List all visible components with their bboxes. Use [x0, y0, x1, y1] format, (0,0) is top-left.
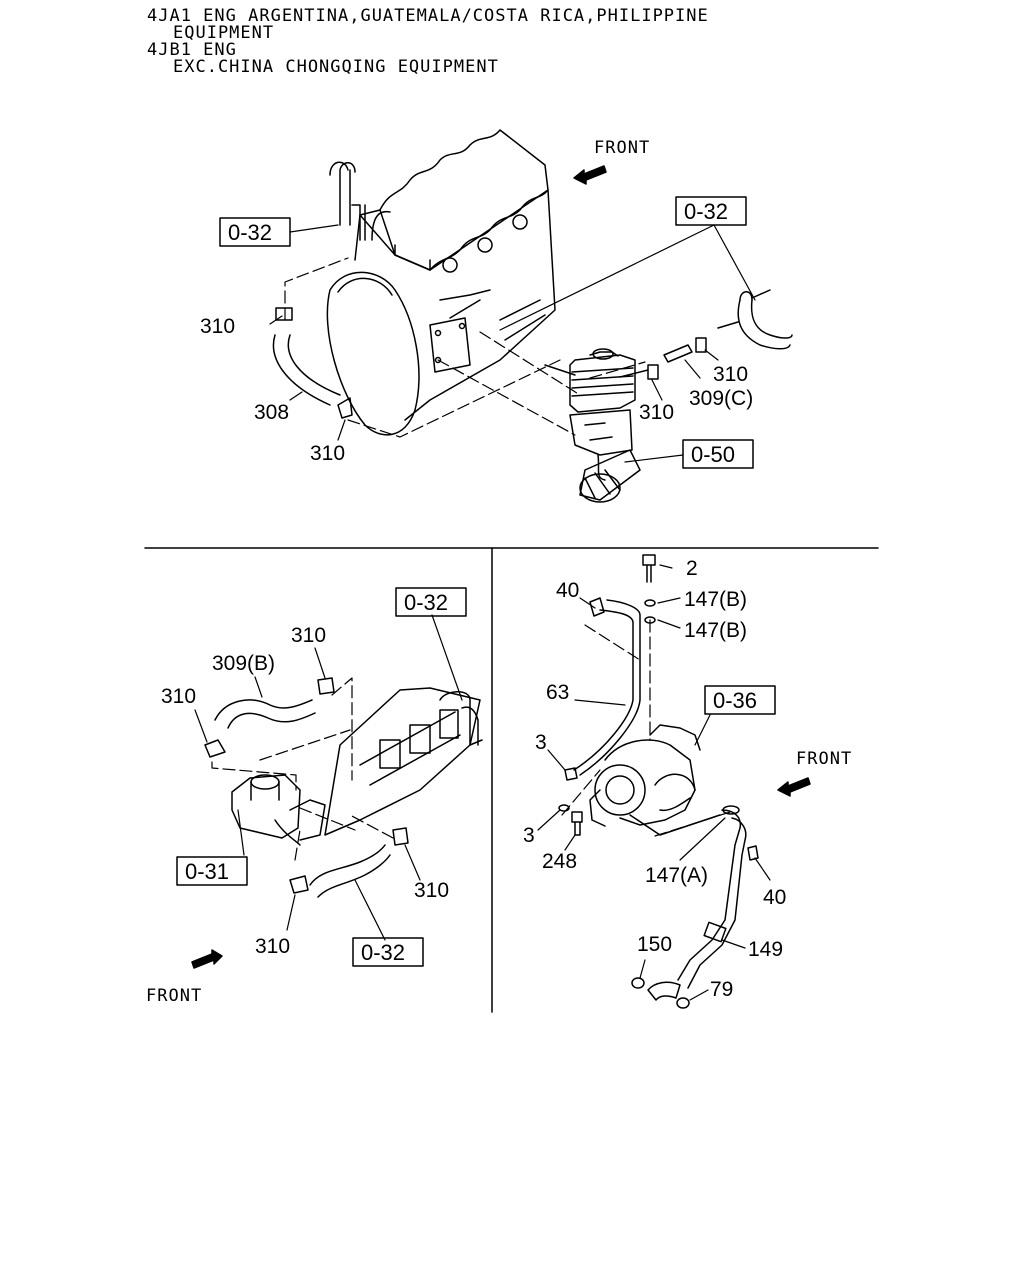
oil-cooler-drawing: [544, 348, 649, 503]
part-number-label: 2: [686, 557, 698, 580]
top-leader-lines: [269, 224, 756, 463]
ref-box: [704, 685, 776, 715]
ref-label: 0-32: [404, 590, 448, 615]
part-number-label: 309(B): [212, 652, 275, 675]
left-leader-lines: [194, 614, 463, 941]
ref-box: [675, 196, 747, 226]
header-line-3: 4JB1 ENG: [147, 40, 237, 60]
part-number-label: 310: [639, 401, 674, 424]
top-hoses-drawing: [272, 289, 793, 419]
part-number-label: 309(C): [689, 387, 753, 410]
top-dashed-leaders: [284, 257, 646, 438]
part-number-label: 63: [546, 681, 569, 704]
header-line-4: EXC.CHINA CHONGQING EQUIPMENT: [173, 57, 499, 77]
part-number-label: 310: [310, 442, 345, 465]
header-line-1: 4JA1 ENG ARGENTINA,GUATEMALA/COSTA RICA,…: [147, 6, 709, 26]
ref-label: 0-32: [228, 220, 272, 245]
ref-box: [352, 937, 424, 967]
thermostat-housing-drawing: [204, 677, 483, 898]
left-dashed-leaders: [211, 677, 394, 861]
right-dashed-leaders: [561, 619, 731, 837]
part-number-label: 3: [523, 824, 535, 847]
front-arrow-icon: [191, 949, 223, 969]
part-number-label: 310: [255, 935, 290, 958]
ref-label: 0-50: [691, 442, 735, 467]
ref-label: 0-36: [713, 688, 757, 713]
front-label: FRONT: [146, 986, 202, 1006]
ref-box: [176, 856, 248, 886]
ref-box: [682, 439, 754, 469]
part-number-label: 150: [637, 933, 672, 956]
front-arrow-icon: [777, 777, 811, 797]
diagram-header: 4JA1 ENG ARGENTINA,GUATEMALA/COSTA RICA,…: [0, 0, 1024, 90]
part-number-label: 310: [200, 315, 235, 338]
front-label: FRONT: [796, 749, 852, 769]
ref-box: [219, 217, 291, 247]
engine-block-drawing: [326, 129, 556, 436]
front-arrow-icon: [573, 165, 607, 185]
part-number-label: 3: [535, 731, 547, 754]
part-number-label: 147(B): [684, 619, 747, 642]
header-line-2: EQUIPMENT: [173, 23, 275, 43]
part-number-label: 149: [748, 938, 783, 961]
part-number-label: 248: [542, 850, 577, 873]
ref-label: 0-32: [684, 199, 728, 224]
ref-label: 0-31: [185, 859, 229, 884]
part-number-label: 40: [556, 579, 579, 602]
part-number-label: 310: [414, 879, 449, 902]
part-number-label: 147(B): [684, 588, 747, 611]
right-leader-lines: [537, 564, 771, 1001]
turbo-oil-lines-drawing: [558, 554, 759, 1009]
part-number-label: 310: [291, 624, 326, 647]
part-number-label: 40: [763, 886, 786, 909]
part-number-label: 310: [713, 363, 748, 386]
front-label: FRONT: [594, 138, 650, 158]
ref-label: 0-32: [361, 940, 405, 965]
part-number-label: 310: [161, 685, 196, 708]
part-number-label: 308: [254, 401, 289, 424]
ref-box: [395, 587, 467, 617]
part-number-label: 79: [710, 978, 733, 1001]
part-number-label: 147(A): [645, 864, 708, 887]
